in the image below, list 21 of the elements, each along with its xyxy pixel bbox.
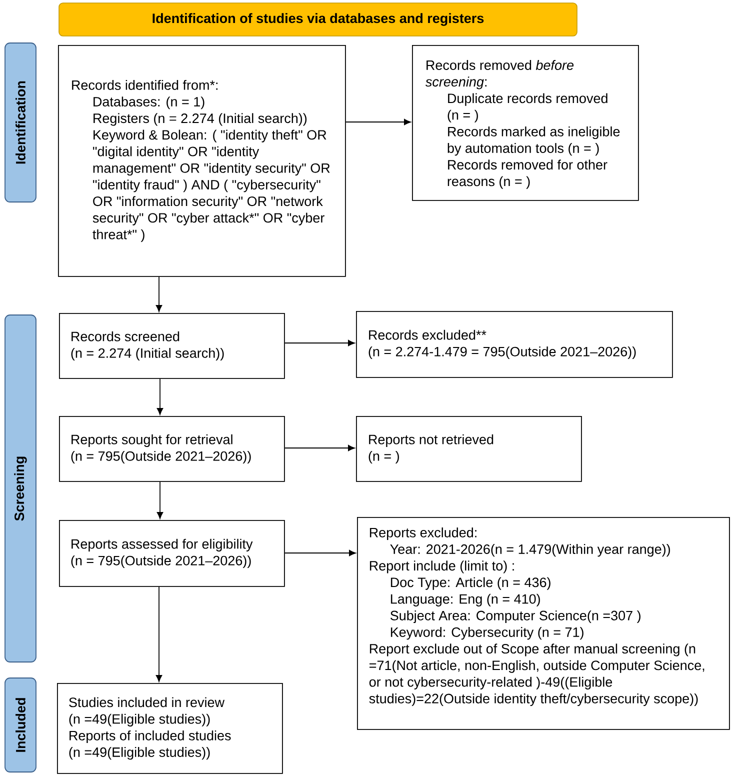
arrow <box>284 444 355 452</box>
process-box: Records screened (n = 2.274 (Initial search)) <box>59 313 285 379</box>
phase-band: Included <box>4 678 36 772</box>
process-box: Records identified from*: Databases: (n = 1) Registers (n = 2.274 (Initial search)) Keyword & Bolean: ( "identity theft" OR "digital identity" OR "identity management" OR "identity security" OR "identity fraud" ) AND ( "cybersecurity" OR "information security" OR "network security" OR "cyber attack*" OR "cyber threat*" ) <box>58 45 346 277</box>
process-box: Records excluded** (n = 2.274-1.479 = 795(Outside 2021–2026)) <box>356 311 673 378</box>
arrow <box>156 276 162 312</box>
header-band: Identification of studies via databases and registers <box>58 2 578 36</box>
process-box: Records removed before screening: Duplicate records removed (n = ) Records marked as ineligible by automation tools (n = ) Records removed for other reasons (n = ) <box>412 45 639 201</box>
process-box: Reports sought for retrieval (n = 795(Outside 2021–2026)) <box>59 416 285 482</box>
process-box: Reports not retrieved (n = ) <box>356 416 582 482</box>
process-box: Studies included in review (n =49(Eligible studies)) Reports of included studies (n =49(Eligible studies)) <box>57 683 283 774</box>
arrow <box>284 340 355 346</box>
arrow <box>156 378 164 415</box>
phase-band: Screening <box>4 314 36 662</box>
arrow <box>345 118 411 126</box>
arrow <box>284 550 356 556</box>
arrow <box>156 586 162 682</box>
process-box: Reports excluded: Year: 2021-2026(n = 1.479(Within year range)) Report include (limit to) : Doc Type: Article (n = 436) Language: Eng (n = 410) Subject Area: Computer Science(n =307 ) Keyword: Cybersecurity (n = 71) Report exclude out of Scope after manual screening (n =71(Not article, non-English, outside Computer Science, or not cybersecurity-related )-49((Eligible studies)=22(Outside identity theft/cybersecurity scope)) <box>357 517 730 730</box>
arrow <box>156 481 164 519</box>
process-box: Reports assessed for eligibility (n = 795(Outside 2021–2026)) <box>59 520 285 587</box>
phase-band: Identification <box>4 42 36 202</box>
